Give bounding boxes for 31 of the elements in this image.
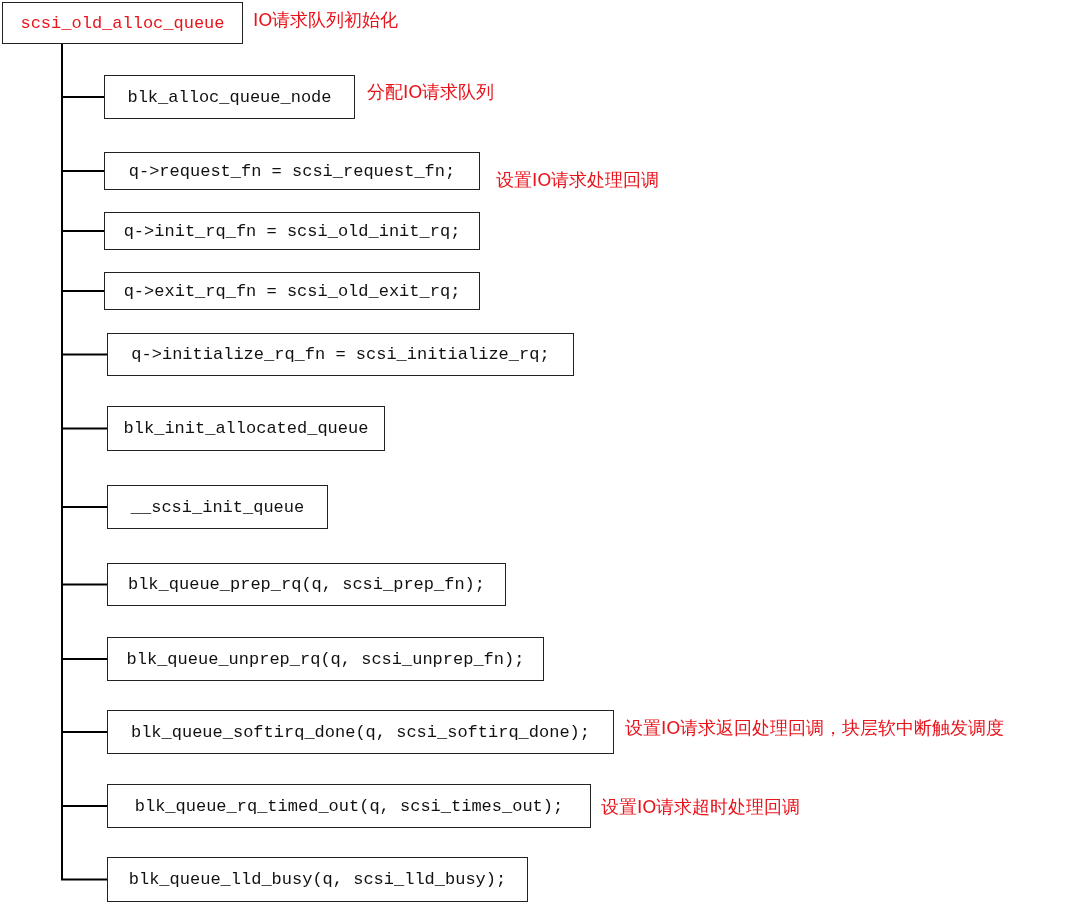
code-text: blk_queue_prep_rq(q, scsi_prep_fn); [127, 575, 486, 594]
code-text: q->initialize_rq_fn = scsi_initialize_rq; [131, 345, 550, 364]
code-text: scsi_old_alloc_queue [20, 13, 225, 33]
code-box [107, 333, 574, 376]
annotation-text: 设置IO请求返回处理回调，块层软中断触发调度 [625, 716, 1005, 740]
code-text: blk_queue_softirq_done(q, scsi_softirq_done); [130, 722, 591, 742]
code-box [2, 2, 243, 44]
annotation-text: 设置IO请求超时处理回调 [601, 795, 801, 819]
code-text: blk_queue_rq_timed_out(q, scsi_times_out); [134, 796, 564, 816]
code-box [107, 857, 528, 902]
code-text: blk_queue_unprep_rq(q, scsi_unprep_fn); [126, 649, 525, 669]
code-box [107, 563, 506, 606]
code-box [107, 485, 328, 529]
annotation-text: 设置IO请求处理回调 [496, 168, 660, 192]
code-box [104, 272, 480, 310]
code-text: blk_init_allocated_queue [123, 419, 369, 438]
annotation-text: IO请求队列初始化 [253, 8, 399, 32]
code-text: q->exit_rq_fn = scsi_old_exit_rq; [123, 281, 461, 301]
code-box [107, 784, 591, 828]
annotation-text: 分配IO请求队列 [367, 80, 495, 104]
code-box [104, 212, 480, 250]
code-text: blk_queue_lld_busy(q, scsi_lld_busy); [128, 870, 507, 889]
code-text: __scsi_init_queue [130, 497, 305, 517]
code-box [104, 75, 355, 119]
code-text: q->request_fn = scsi_request_fn; [128, 161, 456, 181]
code-box [107, 637, 544, 681]
code-box [107, 406, 385, 451]
code-text: blk_alloc_queue_node [127, 87, 332, 107]
code-box [107, 710, 614, 754]
code-text: q->init_rq_fn = scsi_old_init_rq; [123, 221, 461, 241]
code-box [104, 152, 480, 190]
